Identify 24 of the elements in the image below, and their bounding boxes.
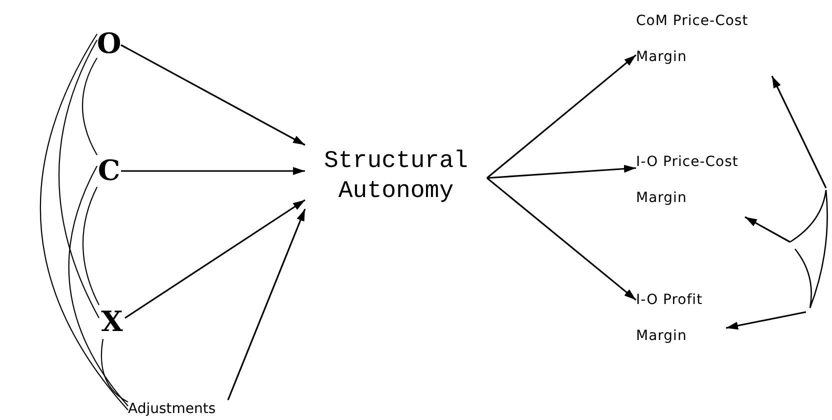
arrow (121, 167, 305, 175)
correlation-arc (82, 58, 98, 156)
arrow (771, 76, 827, 188)
correlation-arc (82, 186, 100, 306)
arrow (124, 199, 306, 319)
arrow (486, 177, 636, 301)
correlation-arc (58, 40, 100, 318)
arrow (744, 216, 790, 243)
node-label: CoM Price-Cost Margin (636, 12, 750, 67)
node-label: I-O Price-Cost Margin (636, 153, 740, 208)
node-label: Adjustments (128, 400, 216, 418)
node-label: Structural Autonomy (322, 147, 470, 207)
arrow (726, 311, 806, 330)
arrow (227, 208, 306, 400)
correlation-arc (100, 338, 128, 402)
arrow (486, 54, 636, 179)
variable-label: C (98, 156, 120, 186)
correlation-arc (68, 166, 128, 406)
correlation-arc (40, 34, 128, 410)
arrow (486, 164, 636, 179)
arrow (120, 44, 306, 146)
node-label: I-O Profit Margin (636, 291, 704, 346)
variable-label: O (96, 29, 122, 59)
variable-label: X (101, 307, 123, 337)
